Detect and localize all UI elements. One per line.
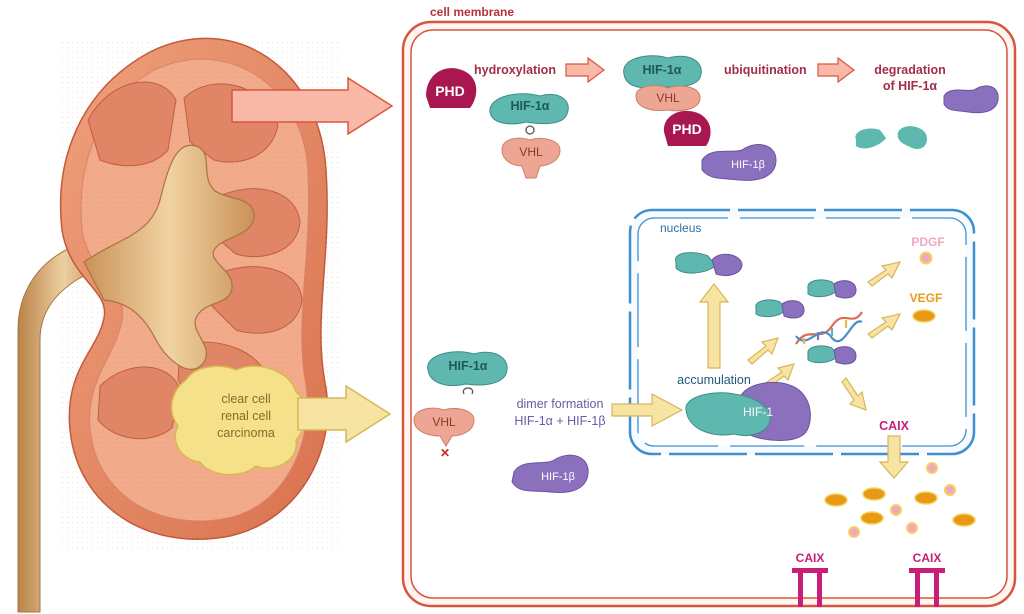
phd-label-complex: PHD <box>672 121 702 137</box>
vhl-protein-complex <box>635 85 701 112</box>
hif1-dimer-small <box>755 299 805 319</box>
ubiquitination-label: ubiquitination <box>724 63 807 77</box>
vhl-protein <box>501 137 561 179</box>
vhl-label-complex: VHL <box>656 91 680 105</box>
pyramid <box>87 81 177 167</box>
hydroxyl-linker-hypoxia <box>462 387 474 395</box>
pyramid <box>211 266 303 334</box>
pdgf-molecule <box>848 526 860 538</box>
degradation-label-line2: of HIF-1α <box>883 79 938 93</box>
hydroxyl-linker <box>525 125 535 135</box>
hif1a-protein-hypoxia <box>427 351 508 386</box>
cell-membrane-label: cell membrane <box>430 5 514 19</box>
pdgf-label: PDGF <box>911 235 944 249</box>
hif1-dimer-small <box>807 345 857 365</box>
hif1-label: HIF-1 <box>743 405 773 419</box>
arrow-diag <box>747 337 779 365</box>
caix-membrane-protein-left: CAIX <box>792 551 828 607</box>
vegf-molecule <box>824 493 848 507</box>
arrow-up-accumulation <box>698 283 730 369</box>
hydroxylation-label: hydroxylation <box>474 63 556 77</box>
hif1-alpha-subunit-large <box>685 392 771 436</box>
hif1-dimer-small <box>807 279 857 299</box>
vhl-loss-mark: ✕ <box>440 446 450 460</box>
vegf-molecule <box>862 487 886 501</box>
degradation-label-line1: degradation <box>874 63 946 77</box>
vegf-molecule <box>914 491 938 505</box>
pdgf-molecule <box>944 484 956 496</box>
renal-pelvis <box>83 144 255 370</box>
tumor <box>170 365 307 476</box>
dimer-formation-line1: dimer formation <box>517 397 604 411</box>
vhl-protein-mutant <box>413 407 475 447</box>
kidney-illustration: clear cell renal cell carcinoma <box>17 37 340 613</box>
phd-label: PHD <box>435 83 465 99</box>
tumor-label-line2: renal cell <box>221 409 271 423</box>
caix-membrane-protein-right: CAIX <box>909 551 945 607</box>
vegf-molecule <box>860 511 884 525</box>
nucleus-label: nucleus <box>660 221 701 235</box>
vegf-label: VEGF <box>910 291 943 305</box>
hif1b-protein-right <box>943 85 999 114</box>
vhl-label-mutant: VHL <box>432 415 456 429</box>
arrow-to-pdgf <box>867 261 902 287</box>
hif1b-protein-hypoxia <box>511 454 589 493</box>
arrow-dimer-formation <box>611 393 684 427</box>
arrow-ubiquitination <box>817 56 855 84</box>
hif1a-protein <box>489 93 569 125</box>
hif1-dimer-small <box>675 252 743 277</box>
hif1a-label-complex: HIF-1α <box>643 63 682 77</box>
hif1a-label-hypoxia: HIF-1α <box>449 359 488 373</box>
arrow-to-caix <box>841 377 867 411</box>
tumor-label-line3: carcinoma <box>217 426 275 440</box>
arrow-kidney-to-membrane <box>231 76 394 136</box>
phd-protein <box>426 68 477 108</box>
vegf-molecule <box>912 309 936 323</box>
caix-label-nucleus: CAIX <box>879 419 910 433</box>
arrow-hydroxylation <box>565 56 605 84</box>
accumulation-label: accumulation <box>677 373 751 387</box>
pdgf-molecule <box>890 504 902 516</box>
hif1b-label-hypoxia: HIF-1β <box>541 471 575 483</box>
hif1a-label: HIF-1α <box>511 99 550 113</box>
hif1b-label: HIF-1β <box>731 159 765 171</box>
dna-helix <box>795 311 863 345</box>
hif1a-fragment <box>897 126 928 150</box>
pdgf-molecule <box>919 251 933 265</box>
vhl-label: VHL <box>519 145 543 159</box>
pdgf-molecule <box>906 522 918 534</box>
hif1a-fragment <box>855 128 886 149</box>
arrow-tumor-to-cell <box>297 384 392 444</box>
vegf-molecule <box>952 513 976 527</box>
dimer-formation-line2: HIF-1α + HIF-1β <box>514 414 605 428</box>
pyramid <box>97 366 181 440</box>
hif1b-protein <box>701 144 777 181</box>
pathway-arrows-yellow <box>611 261 910 479</box>
secreted-molecules <box>824 462 976 538</box>
phd-protein-complex <box>663 110 711 146</box>
caix-label-left: CAIX <box>796 551 825 565</box>
tumor-label-line1: clear cell <box>221 392 270 406</box>
caix-label-right: CAIX <box>913 551 942 565</box>
pdgf-molecule <box>926 462 938 474</box>
arrow-caix-secretion <box>878 435 910 479</box>
arrow-to-vegf <box>867 313 902 339</box>
